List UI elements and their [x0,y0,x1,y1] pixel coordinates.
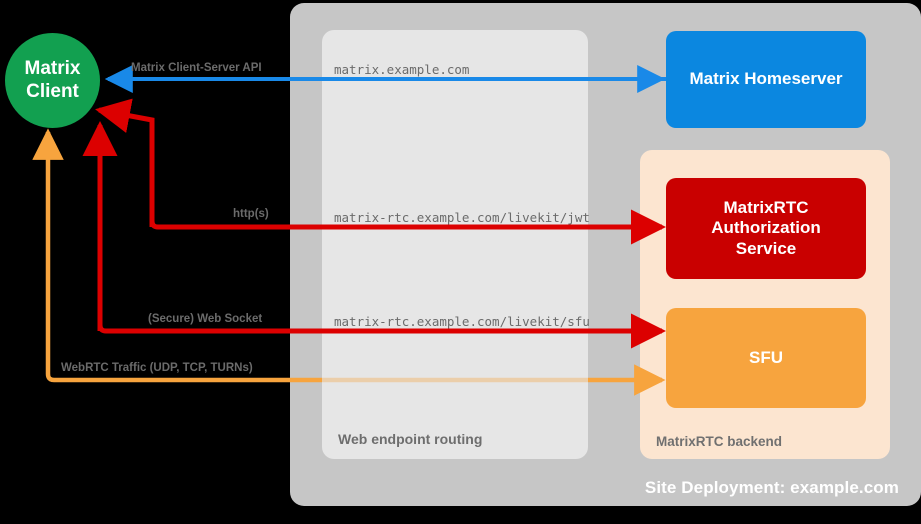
edge-webrtc-left-leg [45,133,322,383]
node-sfu-label: SFU [749,347,783,367]
node-matrixrtc-authorization-service[interactable]: MatrixRTC Authorization Service [666,178,866,279]
endpoint-url-livekit-jwt: matrix-rtc.example.com/livekit/jwt [334,210,590,225]
edge-label-matrix-client-server-api: Matrix Client-Server API [131,62,262,74]
node-auth-service-text: MatrixRTC Authorization Service [711,198,821,259]
node-matrix-homeserver-label: Matrix Homeserver [689,69,843,89]
web-endpoint-routing-panel: Web endpoint routing [322,30,588,459]
edge-jwt-http [95,98,667,245]
edge-arrow-jwt-to-client [95,98,155,228]
edge-webrtc-traffic [32,128,666,396]
site-deployment-label: Site Deployment: example.com [644,478,899,497]
endpoint-url-matrix: matrix.example.com [334,62,470,77]
web-endpoint-routing-label: Web endpoint routing [338,431,483,447]
node-matrix-client[interactable]: Matrix Client [5,33,100,128]
endpoint-url-livekit-sfu: matrix-rtc.example.com/livekit/sfu [334,314,590,329]
edge-label-web-socket: (Secure) Web Socket [148,313,263,325]
node-auth-service-line2: Authorization [711,218,821,238]
node-matrix-client-line2: Client [26,80,79,102]
edge-label-http: http(s) [233,208,269,220]
node-matrix-client-line1: Matrix [24,57,81,79]
node-matrix-homeserver[interactable]: Matrix Homeserver [666,31,866,128]
node-auth-service-line1: MatrixRTC [723,197,809,217]
node-sfu[interactable]: SFU [666,308,866,408]
node-auth-service-line3: Service [735,238,797,258]
edge-sfu-websocket [82,120,667,349]
matrixrtc-backend-label: MatrixRTC backend [656,434,783,449]
edge-label-webrtc-traffic: WebRTC Traffic (UDP, TCP, TURNs) [61,362,253,374]
node-matrix-client-text: Matrix Client [25,58,81,104]
